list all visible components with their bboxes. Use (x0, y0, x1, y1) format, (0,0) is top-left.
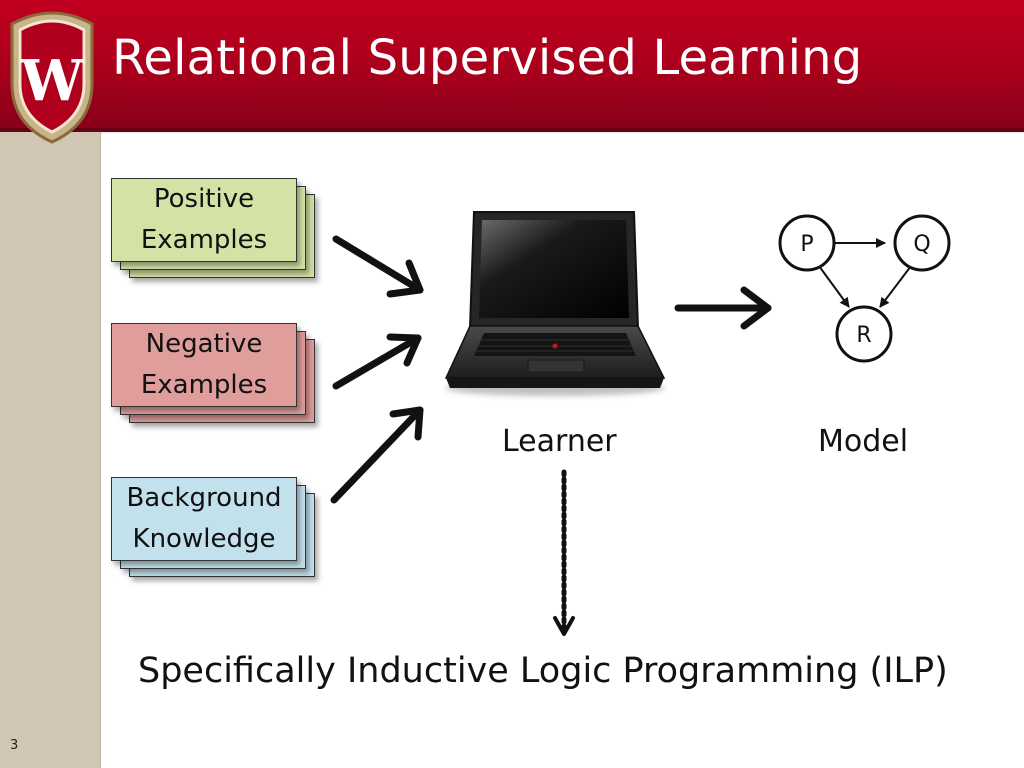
model-graph-edges (818, 238, 912, 308)
negative-examples-stack: Negative Examples (111, 323, 321, 427)
background-knowledge-label: Background Knowledge (111, 477, 297, 561)
negative-examples-label: Negative Examples (111, 323, 297, 407)
model-node-q-label: Q (913, 232, 930, 257)
footer-text: Specifically Inductive Logic Programming… (138, 651, 948, 691)
positive-examples-stack: Positive Examples (111, 178, 321, 282)
arrow-icon (332, 235, 424, 298)
title-bar-shadow (0, 128, 1024, 134)
model-label: Model (818, 424, 909, 459)
model-node-p-label: P (800, 232, 813, 257)
page-title: Relational Supervised Learning (112, 30, 863, 86)
arrow-icon (332, 333, 422, 390)
logo-letter: W (20, 48, 85, 114)
arrow-icon (674, 286, 772, 330)
laptop-icon (444, 211, 666, 396)
model-node-p: P (778, 214, 836, 272)
positive-examples-label: Positive Examples (111, 178, 297, 262)
wisconsin-crest-icon: W (10, 11, 94, 144)
model-node-r-label: R (856, 323, 871, 348)
arrow-icon (330, 406, 424, 504)
title-bar (0, 0, 1024, 132)
learner-label: Learner (502, 424, 617, 459)
page-number: 3 (10, 738, 19, 753)
model-node-r: R (835, 305, 893, 363)
background-knowledge-stack: Background Knowledge (111, 477, 321, 581)
dotted-arrow-icon (553, 469, 575, 636)
model-node-q: Q (893, 214, 951, 272)
left-sidebar (0, 132, 101, 768)
